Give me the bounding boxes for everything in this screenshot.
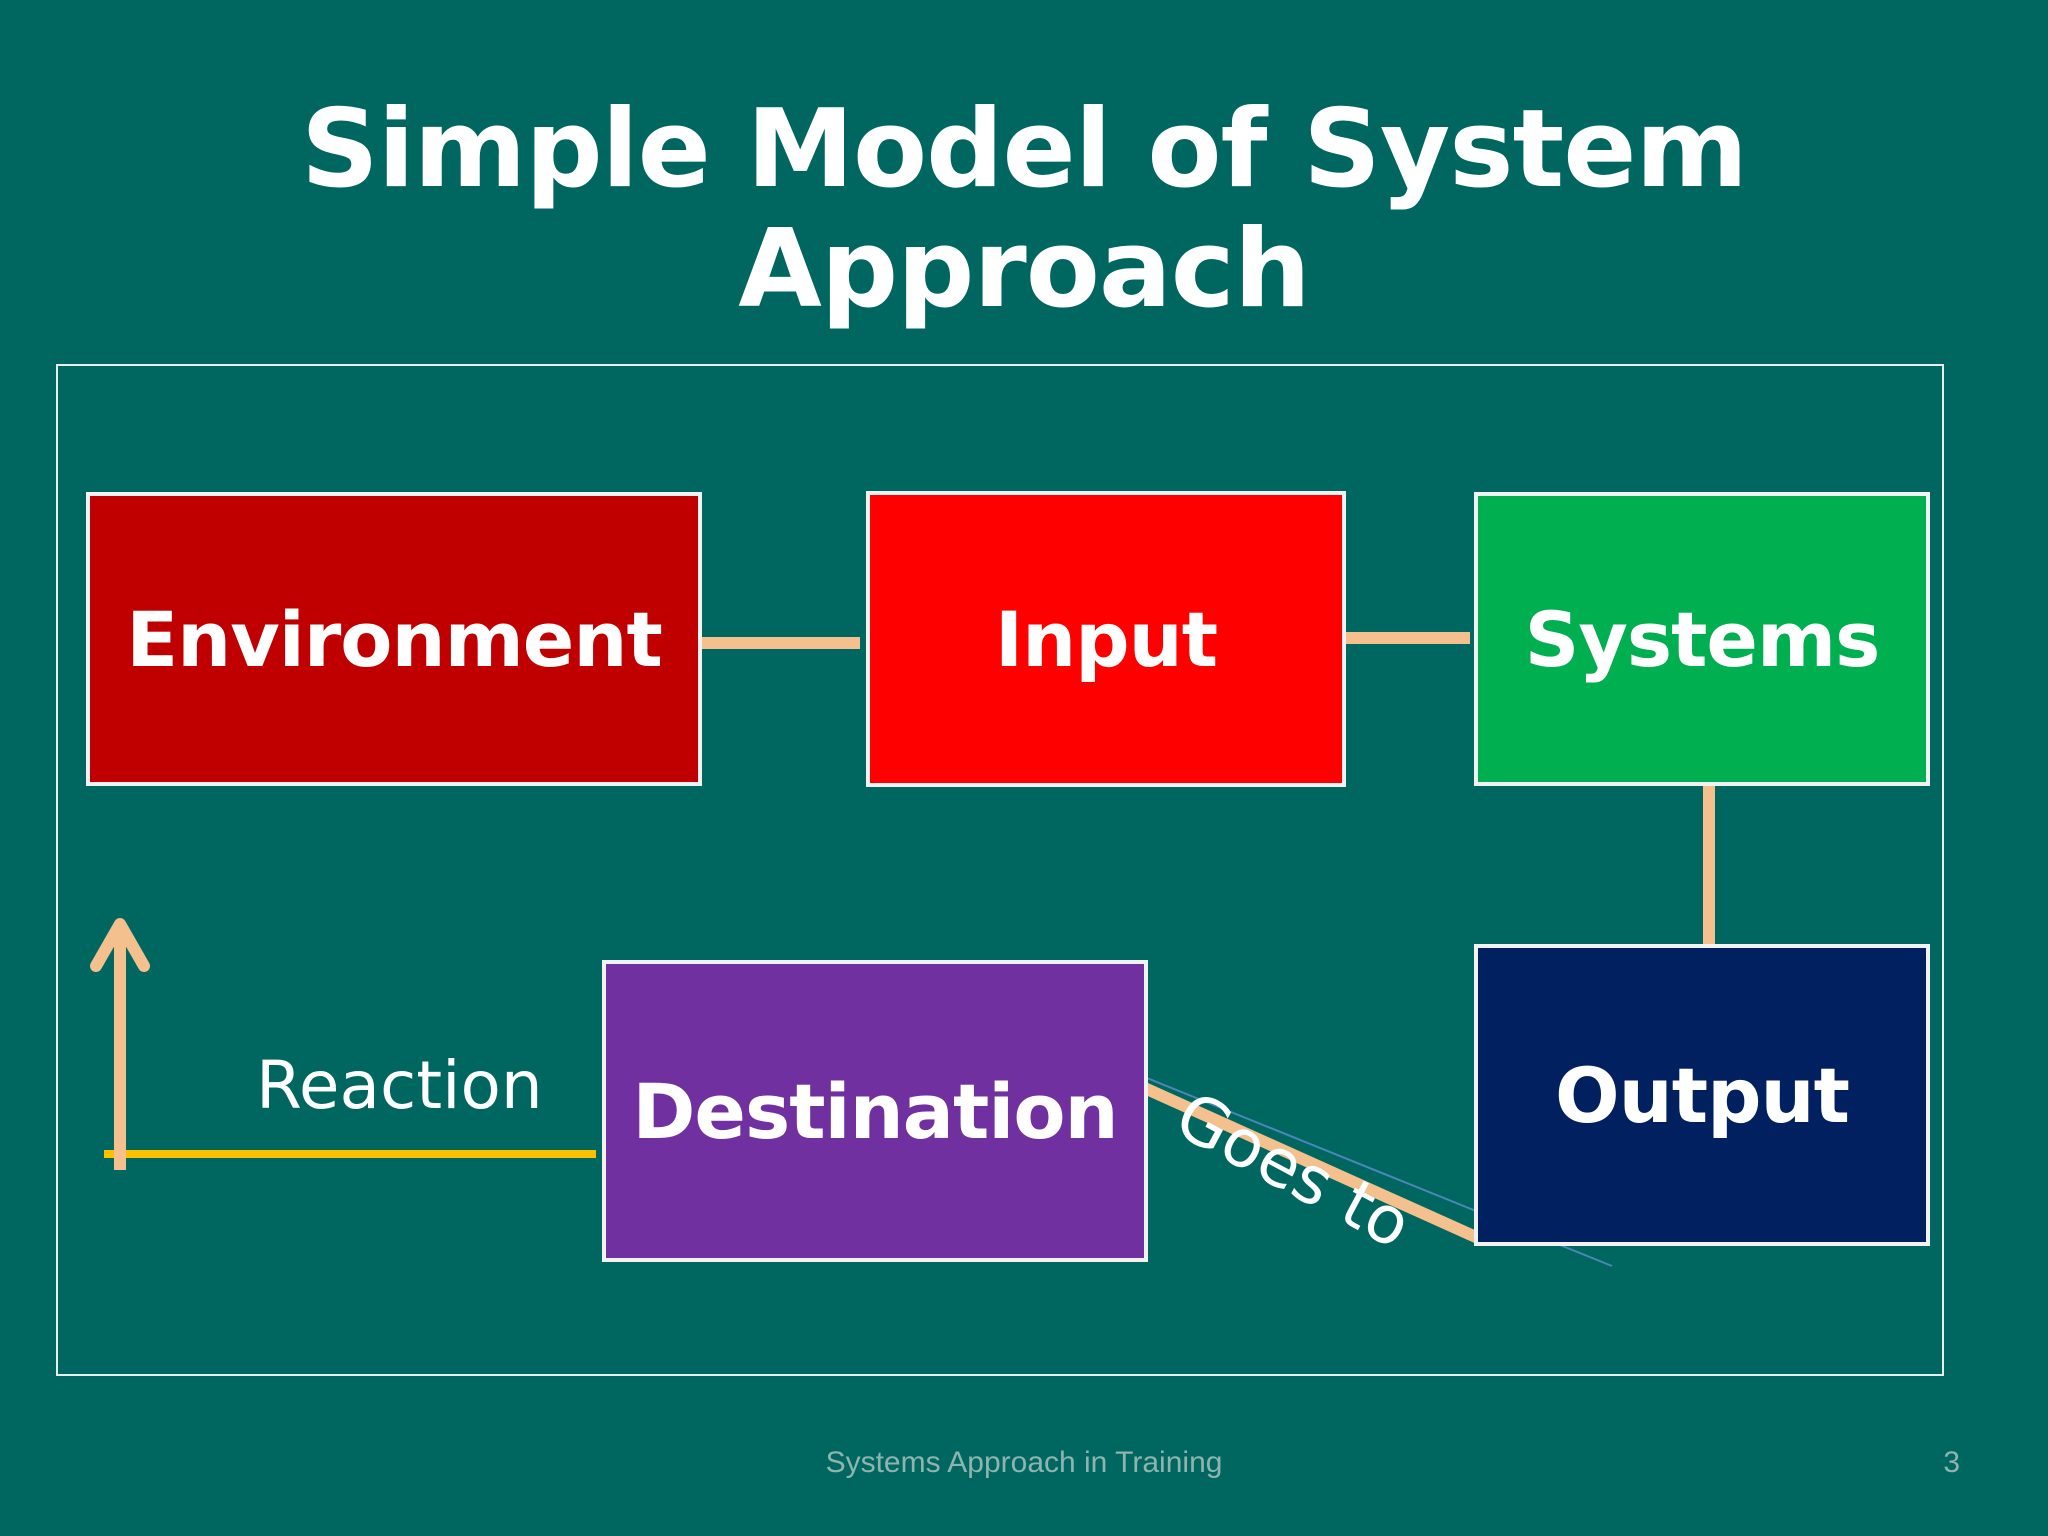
connector-systems-output [1703, 782, 1715, 944]
environment-label: Environment [126, 594, 663, 684]
feedback-arrow-head [90, 918, 150, 972]
input-box: Input [866, 491, 1346, 787]
connector-input-systems [1344, 632, 1470, 644]
destination-box: Destination [602, 960, 1148, 1262]
environment-box: Environment [86, 492, 702, 786]
destination-label: Destination [632, 1066, 1118, 1156]
systems-label: Systems [1524, 594, 1881, 684]
diagram-frame [56, 364, 1944, 1376]
page-number: 3 [1943, 1446, 1960, 1479]
input-label: Input [994, 594, 1218, 684]
output-label: Output [1555, 1050, 1850, 1140]
reaction-label: Reaction [256, 1047, 543, 1124]
slide-title: Simple Model of System Approach [300, 87, 1748, 332]
connector-environment-input [702, 637, 860, 649]
systems-box: Systems [1474, 492, 1930, 786]
output-box: Output [1474, 944, 1930, 1246]
slide-footer: Systems Approach in Training [825, 1446, 1223, 1479]
connector-destination-output [1137, 1080, 1481, 1244]
